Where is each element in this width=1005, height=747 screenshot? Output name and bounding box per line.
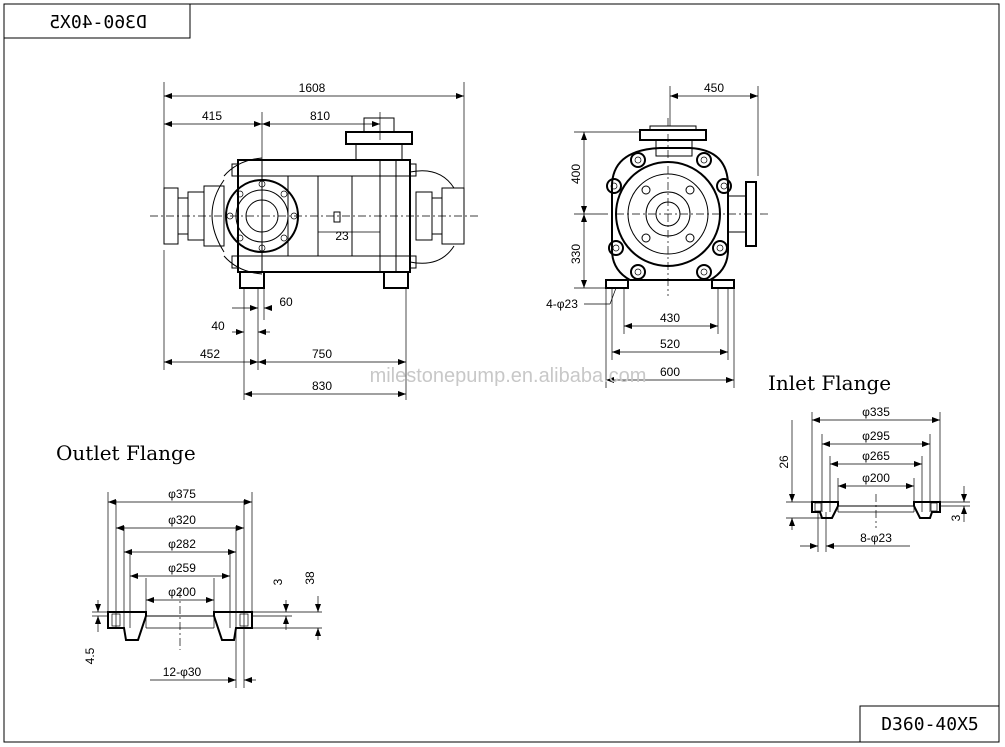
dim-330: 330 — [569, 244, 583, 264]
dim-4-5: 4.5 — [83, 647, 97, 664]
dim-750: 750 — [312, 347, 332, 361]
drawing-border — [3, 3, 1000, 743]
dim-430: 430 — [660, 311, 680, 325]
title-block-bottom-text: D360-40X5 — [881, 714, 979, 735]
dim-12-holes: 12-φ30 — [163, 665, 202, 679]
dim-38: 38 — [303, 571, 317, 585]
dim-450: 450 — [704, 81, 724, 95]
dim-60: 60 — [279, 295, 293, 309]
inlet-flange: Inlet Flange φ335 φ295 φ265 φ200 26 — [768, 371, 970, 552]
dim-3-inlet: 3 — [949, 514, 963, 521]
inlet-flange-label: Inlet Flange — [768, 371, 891, 395]
dim-23: 23 — [335, 229, 349, 243]
dim-810: 810 — [310, 109, 330, 123]
dim-d200-inlet: φ200 — [862, 471, 890, 485]
dim-3-outlet: 3 — [271, 578, 285, 585]
dim-415: 415 — [202, 109, 222, 123]
dim-830: 830 — [312, 379, 332, 393]
side-view: 450 — [546, 81, 770, 388]
dim-d200: φ200 — [168, 585, 196, 599]
outlet-flange: Outlet Flange φ375 φ320 φ282 φ259 φ200 — [56, 441, 322, 688]
dim-8-holes: 8-φ23 — [860, 531, 892, 545]
dim-d265: φ265 — [862, 449, 890, 463]
dim-d295: φ295 — [862, 429, 890, 443]
dim-520: 520 — [660, 337, 680, 351]
dim-452: 452 — [200, 347, 220, 361]
dim-d335: φ335 — [862, 405, 890, 419]
dim-d282: φ282 — [168, 537, 196, 551]
watermark: milestonepump.en.alibaba.com — [370, 365, 647, 387]
dim-1608: 1608 — [299, 81, 326, 95]
dim-40: 40 — [211, 319, 225, 333]
dim-600: 600 — [660, 365, 680, 379]
title-block-top: D360-40X5 — [3, 3, 191, 39]
title-block-top-text: D360-40X5 — [49, 12, 147, 33]
dim-4-holes: 4-φ23 — [546, 297, 578, 311]
dim-d375: φ375 — [168, 487, 196, 501]
dim-26: 26 — [777, 455, 791, 469]
outlet-flange-label: Outlet Flange — [56, 441, 196, 465]
dim-400: 400 — [569, 164, 583, 184]
front-view: 1608 415 810 — [150, 81, 480, 400]
dim-d259: φ259 — [168, 561, 196, 575]
dim-d320: φ320 — [168, 513, 196, 527]
title-block-bottom: D360-40X5 — [859, 705, 1000, 743]
